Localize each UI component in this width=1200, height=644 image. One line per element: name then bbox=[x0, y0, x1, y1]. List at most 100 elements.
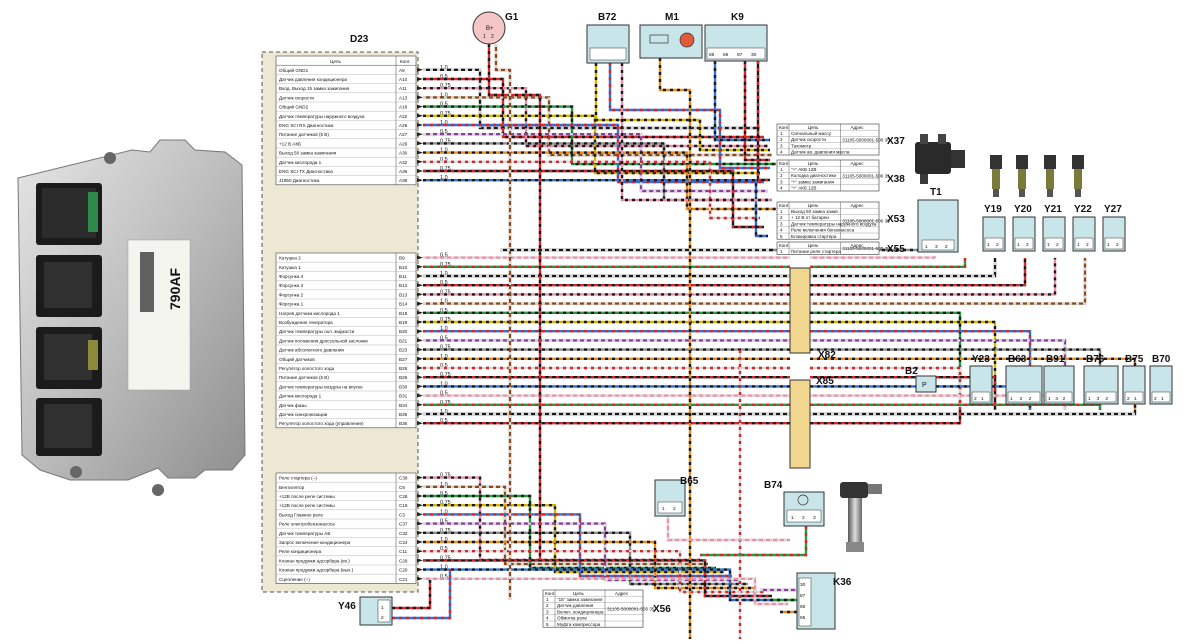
d23-row-name: Регулятор холостого хода (управление) bbox=[279, 421, 364, 426]
d23-row-pin: C37 bbox=[399, 522, 408, 527]
k36-pin-85: 85 bbox=[800, 615, 806, 621]
x56-pin: 5 bbox=[546, 622, 549, 627]
d23-row-name: Общий GND2 bbox=[279, 104, 309, 110]
y46-valve: 12 Y46 bbox=[338, 597, 392, 625]
ignition-coil-photo bbox=[915, 134, 965, 184]
d23-row-name: Датчик температуры охл. жидкости bbox=[279, 329, 355, 334]
k9-relay: 85 86 87 30 K9 bbox=[705, 12, 767, 61]
sensor-pin: 1 bbox=[1134, 396, 1137, 402]
d23-row-name: Возбуждение генератора bbox=[279, 320, 333, 325]
x56-row-text: "15" замка зажигания bbox=[557, 597, 603, 602]
svg-text:2: 2 bbox=[381, 615, 384, 621]
d23-row-pin: B19 bbox=[399, 320, 408, 325]
speed-sensor-photo bbox=[840, 482, 882, 552]
d23-row-name: Питание датчиков (5 В) bbox=[279, 375, 329, 380]
x38-hdr-circuit: Цепь bbox=[808, 161, 819, 166]
wire-g1-stripe bbox=[489, 44, 540, 560]
wire-g1 bbox=[489, 44, 540, 560]
d23-row-pin: A11 bbox=[399, 86, 407, 91]
inj-pin: 2 bbox=[1116, 242, 1119, 248]
d23-row-pin: A22 bbox=[399, 114, 408, 119]
d23-row-pin: B9 bbox=[399, 256, 405, 261]
d23-row-name: Датчик синхронизации bbox=[279, 412, 328, 417]
inj-pin: 1 bbox=[1017, 242, 1020, 248]
x37-pin: 3 bbox=[780, 143, 783, 148]
d23-row-name: Форсунка 2 bbox=[279, 292, 304, 297]
wire-stripe bbox=[423, 331, 1030, 410]
sensor-pin: 2 bbox=[1063, 396, 1066, 402]
d23-row-pin: B20 bbox=[399, 329, 408, 334]
d23-row-pin: A36 bbox=[399, 169, 408, 174]
d23-row-pin: C29 bbox=[399, 558, 408, 563]
k36-pin-30: 30 bbox=[800, 582, 806, 588]
ecu-label: 790AF bbox=[167, 268, 183, 310]
d23-row-name: Катушка 1 bbox=[279, 265, 301, 270]
x53-pin: 3 bbox=[780, 221, 783, 226]
x37-address: 31105-5000001-500 35 bbox=[842, 138, 890, 143]
d23-row-name: Датчик температуры наружного воздуха bbox=[279, 114, 365, 119]
sensor-pin: 2 bbox=[1105, 396, 1108, 402]
inj-pin: 2 bbox=[1056, 242, 1059, 248]
d23-row-pin: B30 bbox=[399, 384, 408, 389]
d23-row-pin: A10 bbox=[399, 77, 408, 82]
d23-row-pin: C19 bbox=[399, 503, 408, 508]
d23-row-pin: B29 bbox=[399, 375, 408, 380]
svg-text:1: 1 bbox=[925, 244, 928, 250]
x37-pin: 2 bbox=[780, 137, 783, 142]
x55-hdr-circuit: Цепь bbox=[808, 243, 819, 248]
d23-row-pin: B14 bbox=[399, 302, 408, 307]
d23-row-name: Питание датчиков (5 В) bbox=[279, 132, 329, 137]
wire bbox=[423, 258, 965, 267]
sensor-label-b75: B75 bbox=[1125, 354, 1144, 365]
d23-row-pin: C20 bbox=[399, 568, 408, 573]
x53-row-text: Блокировка стартера bbox=[791, 234, 837, 239]
x37-hdr-contact: Конт. bbox=[779, 125, 790, 130]
b72-label: B72 bbox=[598, 12, 617, 23]
d23-row-pin: B11 bbox=[399, 274, 407, 279]
injector-photos bbox=[990, 155, 1084, 197]
d23-row-name: Выход Главное реле bbox=[279, 512, 323, 517]
wire-b65-stripe bbox=[668, 516, 790, 540]
d23-row-name: Нагрев датчика кислорода 1 bbox=[279, 311, 340, 316]
sensor-pin: 3 bbox=[1055, 396, 1058, 402]
d23-row-name: Выход 50 замка зажигания bbox=[279, 151, 337, 156]
inj-label-y19: Y19 bbox=[984, 204, 1002, 215]
wire-k9-3-stripe bbox=[758, 61, 770, 180]
m1-motor: M1 bbox=[640, 12, 702, 58]
d23-row-name: Форсунка 3 bbox=[279, 283, 304, 288]
d23-row-name: ENG SCI RX Диагностика bbox=[279, 123, 334, 128]
d23-row-pin: B35 bbox=[399, 412, 408, 417]
wire bbox=[423, 340, 1065, 410]
d23-row-pin: C28 bbox=[399, 494, 408, 499]
x53-pin: 4 bbox=[780, 228, 783, 233]
x53-row-text: Выход 50 замка зажиг. bbox=[791, 209, 839, 214]
x56-row-text: Включ. кондиционера bbox=[557, 609, 604, 614]
x56-pin: 4 bbox=[546, 616, 549, 621]
x37-hdr-address: Адрес bbox=[850, 125, 864, 130]
x53-hdr-circuit: Цепь bbox=[808, 203, 819, 208]
g1-pin-2: 2 bbox=[491, 34, 494, 40]
k9-pin-87: 87 bbox=[737, 52, 743, 58]
d23-header-circuit: Цепь bbox=[330, 59, 341, 64]
d23-row-pin: A9 bbox=[399, 68, 405, 73]
d23-row-pin: B12 bbox=[399, 283, 408, 288]
wire-stripe bbox=[423, 410, 960, 423]
inj-label-y20: Y20 bbox=[1014, 204, 1032, 215]
d23-row-name: Катушка 2 bbox=[279, 256, 301, 261]
wire-stripe bbox=[423, 396, 1065, 410]
d23-row-pin: B13 bbox=[399, 292, 408, 297]
x38-hdr-contact: Конт. bbox=[779, 161, 790, 166]
x37-hdr-circuit: Цепь bbox=[808, 125, 819, 130]
x38-row-text: "+" АКБ 12В bbox=[791, 167, 816, 172]
x56-hdr-contact: Конт. bbox=[545, 591, 556, 596]
sensor-pin: 3 bbox=[1019, 396, 1022, 402]
sensor-label-b91: B91 bbox=[1046, 354, 1065, 365]
sensor-pin: 2 bbox=[974, 396, 977, 402]
d23-row-name: J1850 Диагностика bbox=[279, 178, 320, 183]
wire-stripe bbox=[423, 386, 1030, 410]
d23-row-name: Датчик скорости bbox=[279, 95, 314, 100]
k9-label: K9 bbox=[731, 12, 744, 23]
